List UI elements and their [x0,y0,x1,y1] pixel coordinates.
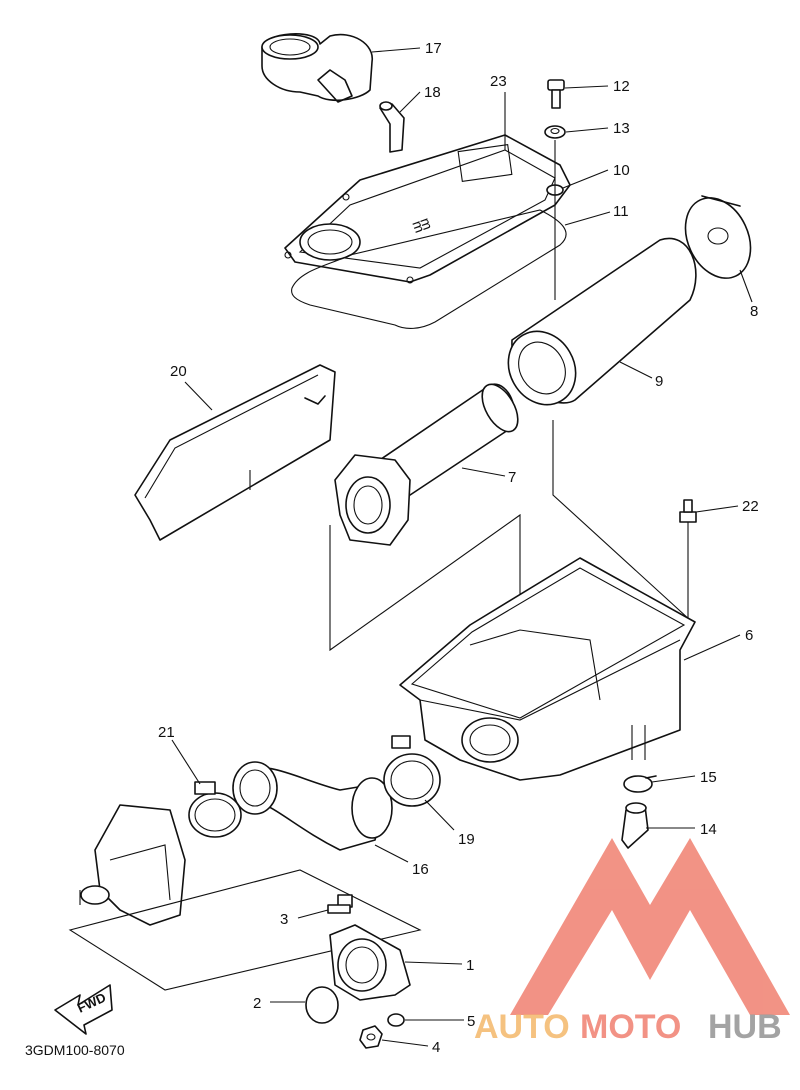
part-22-bolt [679,499,697,620]
part-4-nut [359,1025,383,1049]
callout-5: 5 [467,1013,475,1030]
callout-3: 3 [280,911,288,928]
diagram-code: 3GDM100-8070 [25,1042,125,1058]
part-13-washer [544,125,566,139]
callout-23: 23 [490,73,507,90]
callout-4: 4 [432,1039,440,1056]
callout-21: 21 [158,724,175,741]
callout-16: 16 [412,861,429,878]
callout-17: 17 [425,40,442,57]
part-7-joint [334,383,519,546]
watermark-moto: MOTO [580,1008,681,1046]
leader-lines [171,47,753,1047]
part-14-drain-tube [621,802,649,849]
carburetor-outline [79,804,186,926]
callout-22: 22 [742,498,759,515]
part-1-carb-joint [329,924,411,1001]
callout-13: 13 [613,120,630,137]
callout-14: 14 [700,821,717,838]
svg-text:ᴟᴟ: ᴟᴟ [411,214,432,235]
part-9-filter-element [507,237,697,406]
callout-20: 20 [170,363,187,380]
callout-1: 1 [466,957,474,974]
part-16-intake-hose [232,761,393,851]
callout-7: 7 [508,469,516,486]
part-20-plate [134,364,336,541]
part-8-end-cap [684,195,752,279]
callout-18: 18 [424,84,441,101]
callout-12: 12 [613,78,630,95]
part-2-o-ring [305,986,339,1024]
watermark-auto: AUTO [474,1008,570,1046]
part-15-clamp [623,725,657,793]
part-21-clamp [188,781,242,838]
callout-11: 11 [613,203,629,220]
part-18-breather-hose [379,101,405,153]
callout-6: 6 [745,627,753,644]
part-12-screw [547,79,565,109]
part-11-gasket [291,209,567,329]
callout-9: 9 [655,373,663,390]
watermark-hub: HUB [708,1008,782,1046]
part-5-washer [387,1013,405,1027]
part-19-clamp [383,735,441,807]
part-23-airbox-cover: ᴟᴟ [284,134,571,284]
callout-10: 10 [613,162,630,179]
callout-15: 15 [700,769,717,786]
callout-2: 2 [253,995,261,1012]
watermark-text: AUTO MOTO HUB [474,1008,782,1046]
callout-labels: 17 18 23 12 13 10 11 8 9 20 7 22 6 21 19… [158,40,759,1056]
fwd-arrow-icon: FWD [54,984,113,1035]
part-17-intake-duct [261,33,373,103]
callout-8: 8 [750,303,758,320]
callout-19: 19 [458,831,475,848]
part-3-bolt [327,894,353,914]
part-6-airbox-case [399,557,696,781]
watermark-logo [510,838,790,1015]
